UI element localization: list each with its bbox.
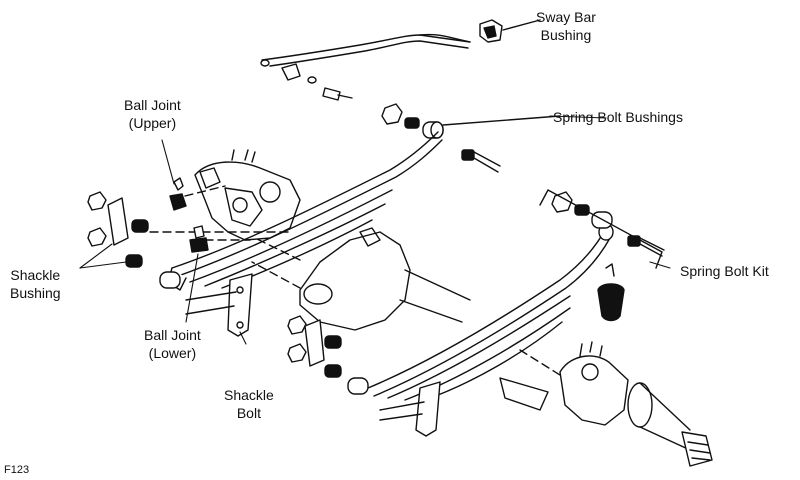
label-spring-bolt-kit: Spring Bolt Kit [680, 263, 769, 279]
figure-id: F123 [4, 464, 30, 476]
sway-bar-link-hardware [260, 59, 353, 101]
label-shackle-bolt: Shackle Bolt [224, 386, 274, 422]
label-shackle-bushing-line1: Shackle [10, 267, 61, 283]
label-shackle-bolt-line1: Shackle [224, 387, 274, 403]
left-shackle-hardware [87, 191, 291, 337]
label-spring-bolt-bushings: Spring Bolt Bushings [553, 109, 683, 125]
bump-stop [597, 263, 625, 322]
ball-joints [169, 177, 251, 253]
label-ball-joint-lower-line2: (Lower) [148, 345, 197, 361]
sway-bar-bushing-part [479, 19, 503, 43]
upper-knuckle [194, 149, 301, 241]
label-ball-joint-upper-line2: (Upper) [128, 115, 177, 131]
label-sway-bar-bushing-line1: Sway Bar [536, 9, 596, 25]
lower-knuckle-hub [499, 341, 713, 467]
differential-housing [251, 227, 471, 331]
label-ball-joint-upper: Ball Joint (Upper) [124, 96, 181, 132]
label-shackle-bushing-line2: Bushing [10, 285, 61, 301]
label-ball-joint-lower-line1: Ball Joint [144, 327, 201, 343]
sway-bar [261, 33, 471, 67]
label-sway-bar-bushing: Sway Bar Bushing [536, 8, 596, 44]
label-sway-bar-bushing-line2: Bushing [540, 27, 592, 43]
label-ball-joint-lower: Ball Joint (Lower) [144, 326, 201, 362]
label-shackle-bushing: Shackle Bushing [10, 266, 61, 302]
leader-lines [79, 115, 671, 345]
label-shackle-bolt-line2: Bolt [236, 405, 261, 421]
label-ball-joint-upper-line1: Ball Joint [124, 97, 181, 113]
upper-spring-bolt-parts [381, 103, 501, 173]
right-shackle-hardware [287, 315, 441, 437]
